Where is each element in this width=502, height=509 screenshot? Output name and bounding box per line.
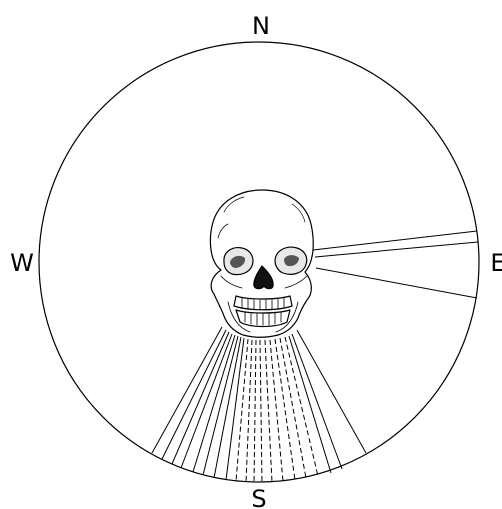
south-dashed-ray bbox=[270, 340, 283, 481]
south-dashed-ray bbox=[275, 339, 295, 480]
skull-icon bbox=[210, 190, 313, 337]
south-ray bbox=[289, 336, 331, 473]
east-ray-group bbox=[313, 231, 478, 298]
south-ray bbox=[297, 330, 366, 453]
south-ray bbox=[292, 334, 342, 469]
south-dashed-ray bbox=[265, 340, 272, 482]
east-label: E bbox=[490, 249, 502, 277]
south-ray-group bbox=[152, 327, 366, 480]
south-label: S bbox=[251, 485, 266, 509]
south-dashed-ray bbox=[246, 340, 252, 482]
east-ray bbox=[315, 242, 478, 257]
east-ray bbox=[313, 231, 477, 250]
north-label: N bbox=[252, 12, 270, 40]
south-ray bbox=[226, 338, 244, 480]
south-dashed-ray bbox=[236, 339, 248, 481]
south-dashed-ray-group bbox=[236, 337, 318, 482]
south-dashed-ray bbox=[254, 340, 256, 482]
east-ray bbox=[316, 268, 477, 298]
west-label: W bbox=[10, 249, 34, 277]
south-ray bbox=[152, 327, 222, 453]
south-ray bbox=[203, 336, 238, 475]
south-dashed-ray bbox=[260, 340, 262, 482]
